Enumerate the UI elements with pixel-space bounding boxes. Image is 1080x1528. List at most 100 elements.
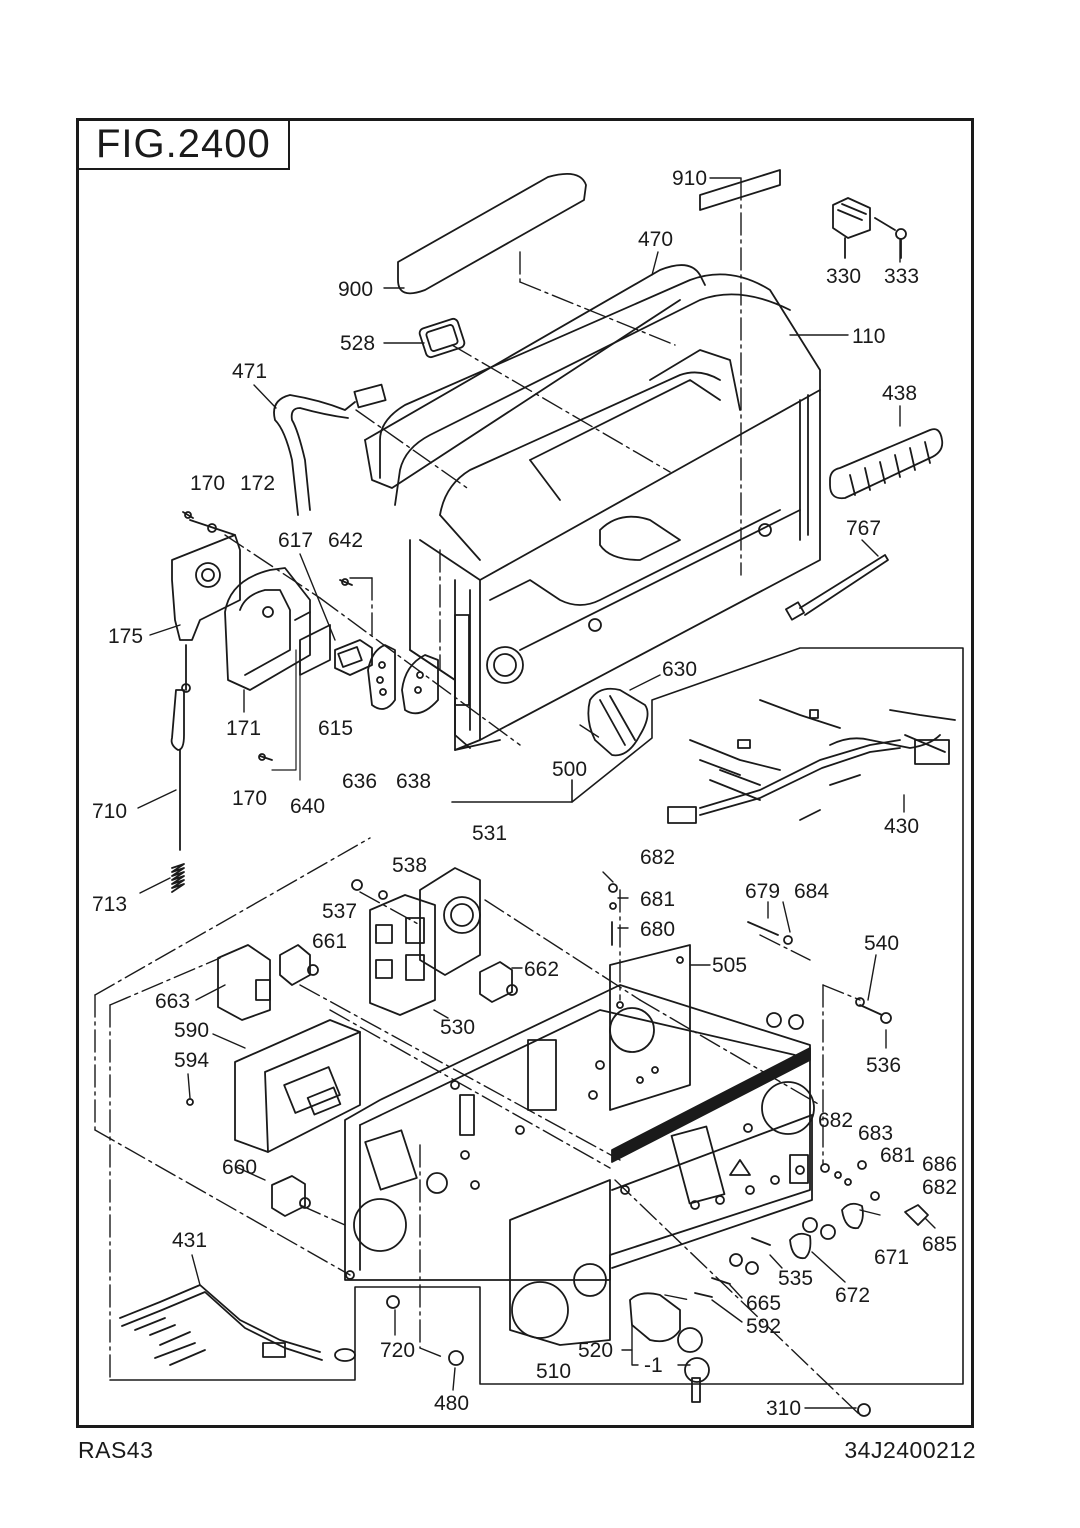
callout-662: 662 — [524, 958, 559, 981]
callout-720: 720 — [380, 1339, 415, 1362]
label-910 — [699, 169, 781, 211]
ignition-switch-520 — [629, 1292, 710, 1403]
callout-531: 531 — [472, 822, 507, 845]
callout-713: 713 — [92, 893, 127, 916]
leader-lines — [137, 177, 936, 1409]
callout-682-low: 682 — [922, 1176, 957, 1199]
rod-710 — [170, 644, 191, 851]
callout-330: 330 — [826, 265, 861, 288]
assembly-lines — [94, 177, 861, 1416]
callout-686: 686 — [922, 1153, 957, 1176]
callout-683: 683 — [858, 1122, 893, 1145]
callout-636: 636 — [342, 770, 377, 793]
cap-685 — [904, 1204, 929, 1226]
callout-767: 767 — [846, 517, 881, 540]
receptacle-531 — [419, 867, 481, 976]
callout-679: 679 — [745, 880, 780, 903]
panel-505 — [609, 944, 691, 1111]
callout-590: 590 — [174, 1019, 209, 1042]
frame-housing-110 — [379, 273, 821, 751]
callout-672: 672 — [835, 1284, 870, 1307]
cable-tie-767 — [785, 554, 889, 621]
callout-615: 615 — [318, 717, 353, 740]
cover-171 — [224, 567, 311, 691]
callout-labels: 910 470 330 333 900 528 110 471 438 170 … — [92, 167, 957, 1420]
callout-537: 537 — [322, 900, 357, 923]
nut-537-538 — [351, 879, 388, 900]
callout-538: 538 — [392, 854, 427, 877]
callout-638: 638 — [396, 770, 431, 793]
callout-910: 910 — [672, 167, 707, 190]
screws-panel — [386, 883, 892, 1417]
callout-510: 510 — [536, 1360, 571, 1383]
model-name: RAS43 — [78, 1437, 154, 1463]
plug-672 — [789, 1232, 812, 1260]
bracket-175 — [171, 519, 241, 641]
cushion-470 — [364, 264, 706, 489]
callout-685: 685 — [922, 1233, 957, 1256]
callout-175: 175 — [108, 625, 143, 648]
callout-310: 310 — [766, 1397, 801, 1420]
label-900 — [397, 173, 587, 295]
receptacle-530 — [369, 894, 436, 1016]
harness-431 — [119, 1284, 356, 1366]
callout-520: 520 — [578, 1339, 613, 1362]
switch-661 — [279, 944, 319, 986]
grommet-528 — [418, 317, 466, 359]
callout-642: 642 — [328, 529, 363, 552]
callout-640: 640 — [290, 795, 325, 818]
callout-170-bottom: 170 — [232, 787, 267, 810]
breaker-663 — [217, 944, 271, 1021]
callout-333: 333 — [884, 265, 919, 288]
duct-438 — [829, 428, 944, 500]
screws-170-172 — [182, 511, 217, 533]
figure-title: FIG.2400 — [76, 118, 290, 170]
callout-900: 900 — [338, 278, 373, 301]
callout-480: 480 — [434, 1392, 469, 1415]
plate-640 — [299, 624, 331, 676]
screw-594 — [186, 1098, 194, 1106]
knob-630 — [587, 687, 649, 757]
callout-665: 665 — [746, 1292, 781, 1315]
callout-710: 710 — [92, 800, 127, 823]
callout-536: 536 — [866, 1054, 901, 1077]
callout-540: 540 — [864, 932, 899, 955]
callout-minus-1: -1 — [644, 1354, 663, 1377]
callout-438: 438 — [882, 382, 917, 405]
callout-500: 500 — [552, 758, 587, 781]
subassembly-outline — [109, 647, 964, 1385]
callout-681-mid: 681 — [880, 1144, 915, 1167]
screw-170b — [258, 753, 273, 761]
spring-713 — [171, 863, 185, 893]
nut-333 — [895, 228, 907, 259]
ignition-coil-330 — [832, 197, 896, 259]
callout-530: 530 — [440, 1016, 475, 1039]
figure-frame — [76, 118, 974, 1428]
callout-661: 661 — [312, 930, 347, 953]
switch-662 — [479, 961, 518, 1003]
plug-671 — [841, 1202, 864, 1230]
screw-642 — [339, 578, 353, 586]
callout-680: 680 — [640, 918, 675, 941]
wire-harness-430 — [667, 699, 956, 824]
callout-681-top: 681 — [640, 888, 675, 911]
hose-471 — [273, 383, 387, 516]
control-panel-510 — [344, 984, 815, 1346]
callout-172: 172 — [240, 472, 275, 495]
callout-617: 617 — [278, 529, 313, 552]
switch-660 — [271, 1175, 311, 1217]
callout-430: 430 — [884, 815, 919, 838]
callout-470: 470 — [638, 228, 673, 251]
meter-590 — [234, 1019, 361, 1153]
document-code: 34J2400212 — [844, 1437, 976, 1463]
callout-171: 171 — [226, 717, 261, 740]
callout-110: 110 — [852, 325, 885, 348]
callout-471: 471 — [232, 360, 267, 383]
callout-592: 592 — [746, 1315, 781, 1338]
bushings — [729, 997, 880, 1275]
callout-431: 431 — [172, 1229, 207, 1252]
callout-660: 660 — [222, 1156, 257, 1179]
receptacle-636 — [367, 644, 396, 710]
callout-682-top: 682 — [640, 846, 675, 869]
